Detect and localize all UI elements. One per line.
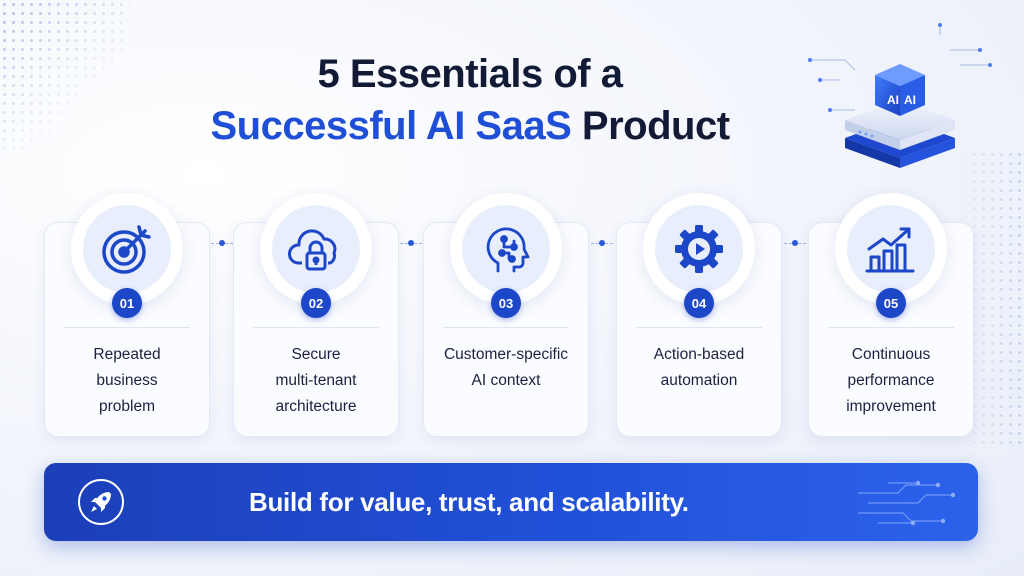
card-divider bbox=[636, 327, 762, 328]
icon-circle bbox=[260, 193, 372, 305]
target-icon bbox=[83, 205, 171, 293]
step-number-badge: 03 bbox=[491, 288, 521, 318]
tagline-banner: Build for value, trust, and scalability. bbox=[44, 463, 978, 541]
icon-circle bbox=[643, 193, 755, 305]
essential-label: Action-based automation bbox=[653, 346, 745, 389]
ai-brain-icon bbox=[462, 205, 550, 293]
connector-line bbox=[591, 240, 613, 246]
step-number-badge: 01 bbox=[112, 288, 142, 318]
icon-circle bbox=[450, 193, 562, 305]
gear-play-icon bbox=[655, 205, 743, 293]
essential-label: Customer-specific AI context bbox=[443, 346, 569, 389]
ai-label: AI bbox=[904, 93, 916, 107]
page-title-line2: Successful AI SaaS Product bbox=[150, 104, 790, 149]
growth-chart-icon bbox=[847, 205, 935, 293]
page-title-line1: 5 Essentials of a bbox=[317, 52, 623, 96]
connector-line bbox=[211, 240, 233, 246]
essential-label: Secure multi-tenant architecture bbox=[275, 346, 357, 415]
card-divider bbox=[443, 327, 569, 328]
card-divider bbox=[828, 327, 954, 328]
connector-line bbox=[400, 240, 422, 246]
essential-label: Repeated business problem bbox=[93, 346, 161, 415]
card-divider bbox=[253, 327, 379, 328]
decorative-dots bbox=[0, 0, 130, 150]
ai-label: AI bbox=[887, 93, 899, 107]
icon-circle bbox=[71, 193, 183, 305]
circuit-decoration bbox=[858, 480, 956, 526]
title-accent: Successful AI SaaS bbox=[210, 104, 572, 148]
step-number-badge: 04 bbox=[684, 288, 714, 318]
connector-line bbox=[784, 240, 806, 246]
cloud-lock-icon bbox=[272, 205, 360, 293]
title-rest: Product bbox=[571, 104, 730, 148]
icon-circle bbox=[835, 193, 947, 305]
essential-label: Continuous performance improvement bbox=[846, 346, 936, 415]
step-number-badge: 05 bbox=[876, 288, 906, 318]
tagline-text: Build for value, trust, and scalability. bbox=[249, 487, 689, 517]
rocket-icon bbox=[78, 479, 124, 525]
ai-server-icon: AI AI bbox=[800, 20, 1000, 170]
step-number-badge: 02 bbox=[301, 288, 331, 318]
card-divider bbox=[64, 327, 190, 328]
